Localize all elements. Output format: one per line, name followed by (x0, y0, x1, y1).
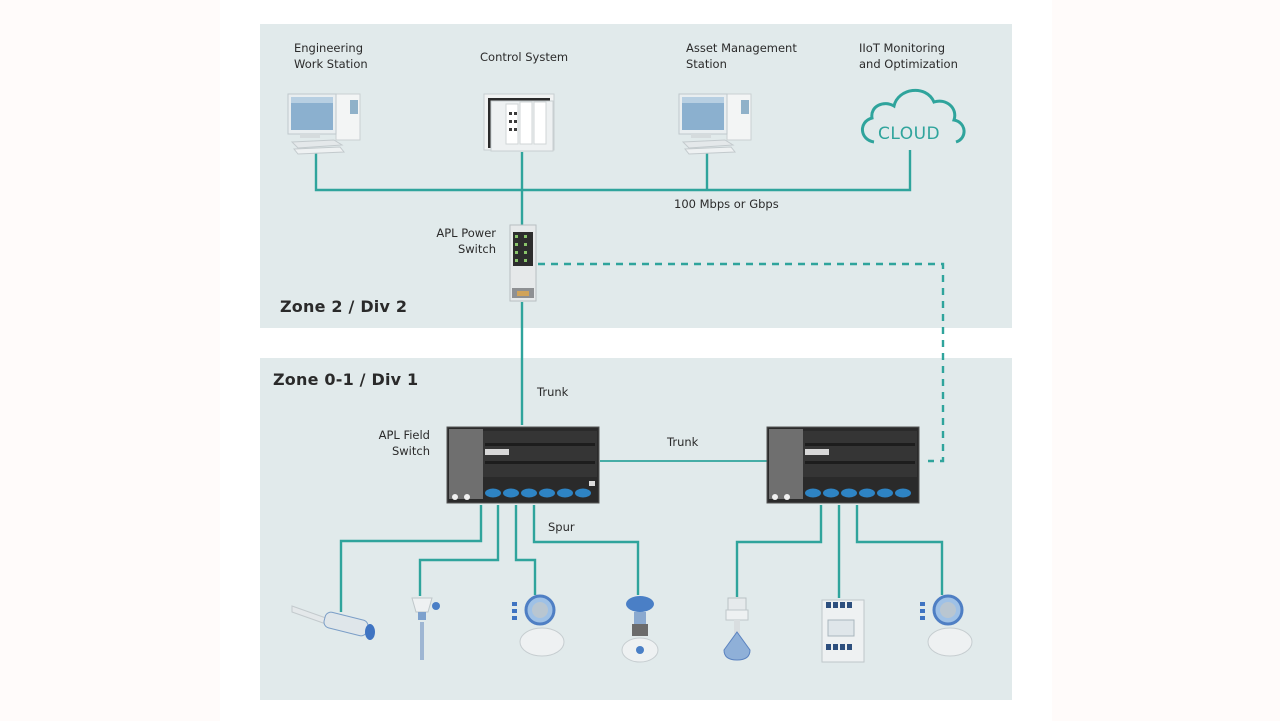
flowmeter-2-icon[interactable] (918, 592, 980, 664)
cloud-icon (861, 88, 966, 144)
apl-power-switch-icon[interactable] (509, 224, 537, 304)
trunk-vertical-label: Trunk (537, 385, 569, 399)
label-line: APL Power (436, 226, 496, 240)
spur-label: Spur (548, 520, 575, 534)
label-line: APL Field (378, 428, 430, 442)
label-line: Station (686, 57, 727, 71)
engineering-work-station-label: Engineering Work Station (294, 40, 368, 72)
label-line: and Optimization (859, 57, 958, 71)
proximity-sensor-icon[interactable] (290, 600, 380, 642)
label-line: Switch (391, 444, 430, 458)
flowmeter-icon[interactable] (510, 592, 572, 664)
io-module-icon[interactable] (818, 594, 868, 666)
engineering-workstation-icon[interactable] (286, 90, 366, 156)
asset-management-workstation-icon[interactable] (677, 90, 757, 156)
label-line: Asset Management (686, 41, 797, 55)
apl-field-switch-right-icon[interactable] (765, 423, 923, 507)
label-line: Engineering (294, 41, 363, 55)
label-line: IIoT Monitoring (859, 41, 945, 55)
power-switch-label: APL Power Switch (400, 225, 496, 257)
level-sensor-icon[interactable] (722, 596, 766, 666)
temperature-sensor-icon[interactable] (406, 596, 446, 666)
trunk-horizontal-label: Trunk (667, 435, 699, 449)
zone-upper-label: Zone 2 / Div 2 (280, 297, 408, 316)
label-line: Switch (457, 242, 496, 256)
label-line: Work Station (294, 57, 368, 71)
zone-lower-label: Zone 0-1 / Div 1 (273, 370, 419, 389)
control-system-label: Control System (480, 49, 568, 65)
iiot-monitoring-label: IIoT Monitoring and Optimization (859, 40, 958, 72)
iiot-cloud[interactable]: CLOUD (856, 80, 970, 152)
control-system-rack-icon[interactable] (482, 92, 560, 154)
asset-management-station-label: Asset Management Station (686, 40, 797, 72)
control-valve-icon[interactable] (618, 594, 664, 666)
label-line: Control System (480, 50, 569, 64)
apl-field-switch-left-icon[interactable] (445, 423, 603, 507)
network-speed-label: 100 Mbps or Gbps (674, 197, 779, 211)
field-switch-label: APL Field Switch (340, 427, 430, 459)
cloud-text: CLOUD (878, 124, 941, 144)
